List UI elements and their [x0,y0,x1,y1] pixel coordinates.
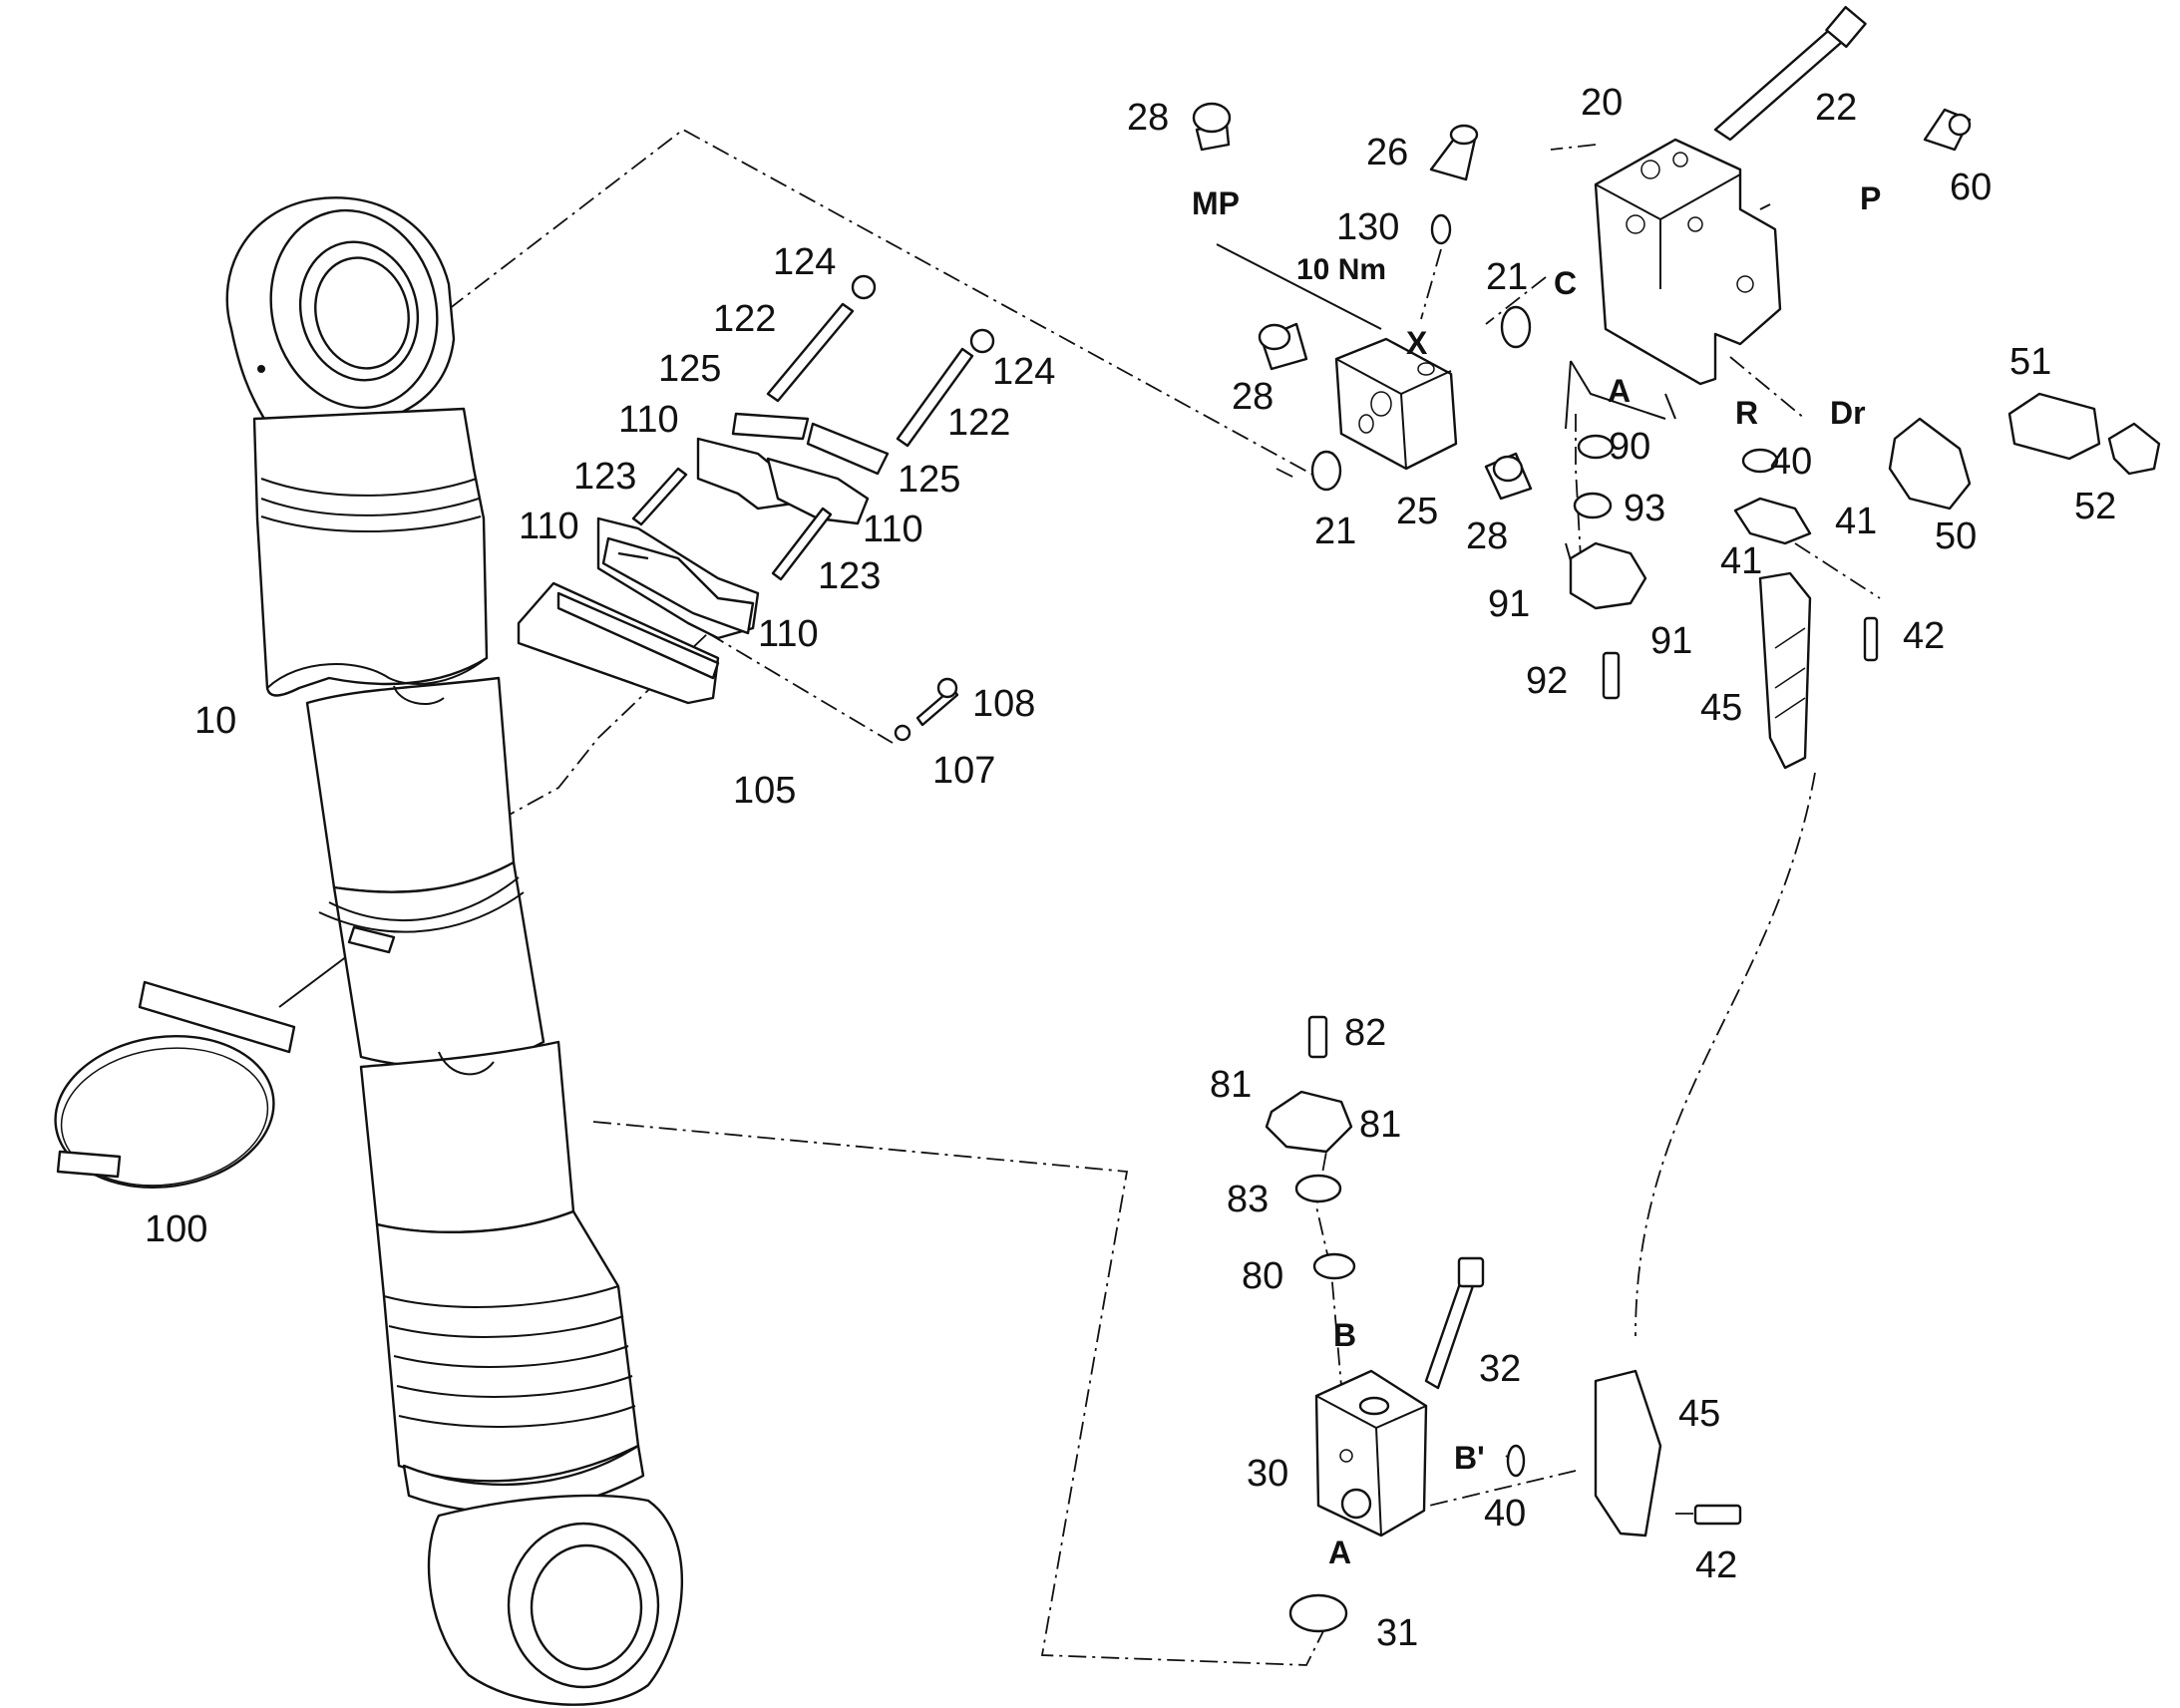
pipe-clamp-assembly [517,274,995,742]
callout-25: 25 [1396,491,1438,532]
callout-32: 32 [1479,1348,1521,1390]
callout-21a: 21 [1486,256,1528,298]
callout-41b: 41 [1835,501,1877,542]
callout-123a: 123 [573,456,636,498]
port-label-b-prime: B' [1454,1440,1485,1476]
callout-90: 90 [1609,426,1650,468]
callout-60: 60 [1950,167,1992,208]
callout-83: 83 [1227,1179,1269,1220]
callout-130: 130 [1336,206,1399,248]
callout-110c: 110 [863,509,923,550]
callout-41a: 41 [1720,540,1762,582]
port-label-p: P [1860,180,1881,216]
callout-124b: 124 [992,351,1055,393]
port-label-mp: MP [1192,185,1240,221]
callout-45a: 45 [1700,687,1742,729]
callout-50: 50 [1935,515,1977,557]
port-labels: MP X C P R Dr A B B' A 10 Nm [1192,180,1881,1570]
callout-labels: 10 100 105 107 108 110 110 110 110 122 1… [145,82,2116,1654]
port-label-a-bottom: A [1328,1535,1351,1570]
callout-40b: 40 [1484,1493,1526,1535]
callout-125b: 125 [898,459,960,501]
port-label-x: X [1406,325,1428,361]
port-label-c: C [1554,265,1577,301]
callout-80: 80 [1242,1255,1283,1297]
callout-26: 26 [1366,132,1408,173]
manifold-block-25 [1192,102,1533,501]
callout-108: 108 [972,683,1035,725]
port-label-b: B [1333,1317,1356,1353]
port-label-dr: Dr [1830,395,1866,431]
callout-40a: 40 [1770,441,1812,483]
callout-22: 22 [1815,87,1857,129]
seal-and-flange-parts [1569,434,1879,770]
callout-81a: 81 [1210,1064,1252,1106]
hose-clamp [54,925,396,1190]
valve-block-30 [1265,1015,1742,1633]
callout-82: 82 [1344,1012,1386,1054]
callout-31: 31 [1376,1612,1418,1654]
callout-42b: 42 [1695,1544,1737,1586]
callout-51: 51 [2009,341,2051,383]
callout-105: 105 [733,770,796,812]
callout-124a: 124 [773,241,836,283]
callout-21b: 21 [1314,511,1356,552]
port-label-r: R [1735,395,1758,431]
callout-122b: 122 [947,402,1010,444]
callout-122a: 122 [713,298,776,340]
callout-93: 93 [1624,488,1665,529]
callout-110d: 110 [758,613,819,655]
torque-note: 10 Nm [1296,253,1386,286]
callout-110b: 110 [519,506,579,547]
callout-42a: 42 [1903,615,1945,657]
callout-100: 100 [145,1208,207,1250]
callout-125a: 125 [658,348,721,390]
callout-123b: 123 [818,555,881,597]
callout-110a: 110 [618,399,679,441]
callout-10: 10 [194,700,236,742]
callout-52: 52 [2074,486,2116,527]
port-label-a-top: A [1608,373,1631,409]
callout-28a: 28 [1127,97,1169,139]
callout-28c: 28 [1466,515,1508,557]
callout-45b: 45 [1678,1393,1720,1435]
callout-30: 30 [1247,1453,1288,1495]
callout-81b: 81 [1359,1104,1401,1146]
callout-28b: 28 [1232,376,1273,418]
callout-107: 107 [932,750,995,792]
callout-20: 20 [1581,82,1623,124]
valve-block-20 [1594,5,2161,511]
callout-91a: 91 [1488,583,1530,625]
hydraulic-cylinder [225,196,683,1706]
callout-91b: 91 [1650,620,1692,662]
callout-92: 92 [1526,660,1568,702]
